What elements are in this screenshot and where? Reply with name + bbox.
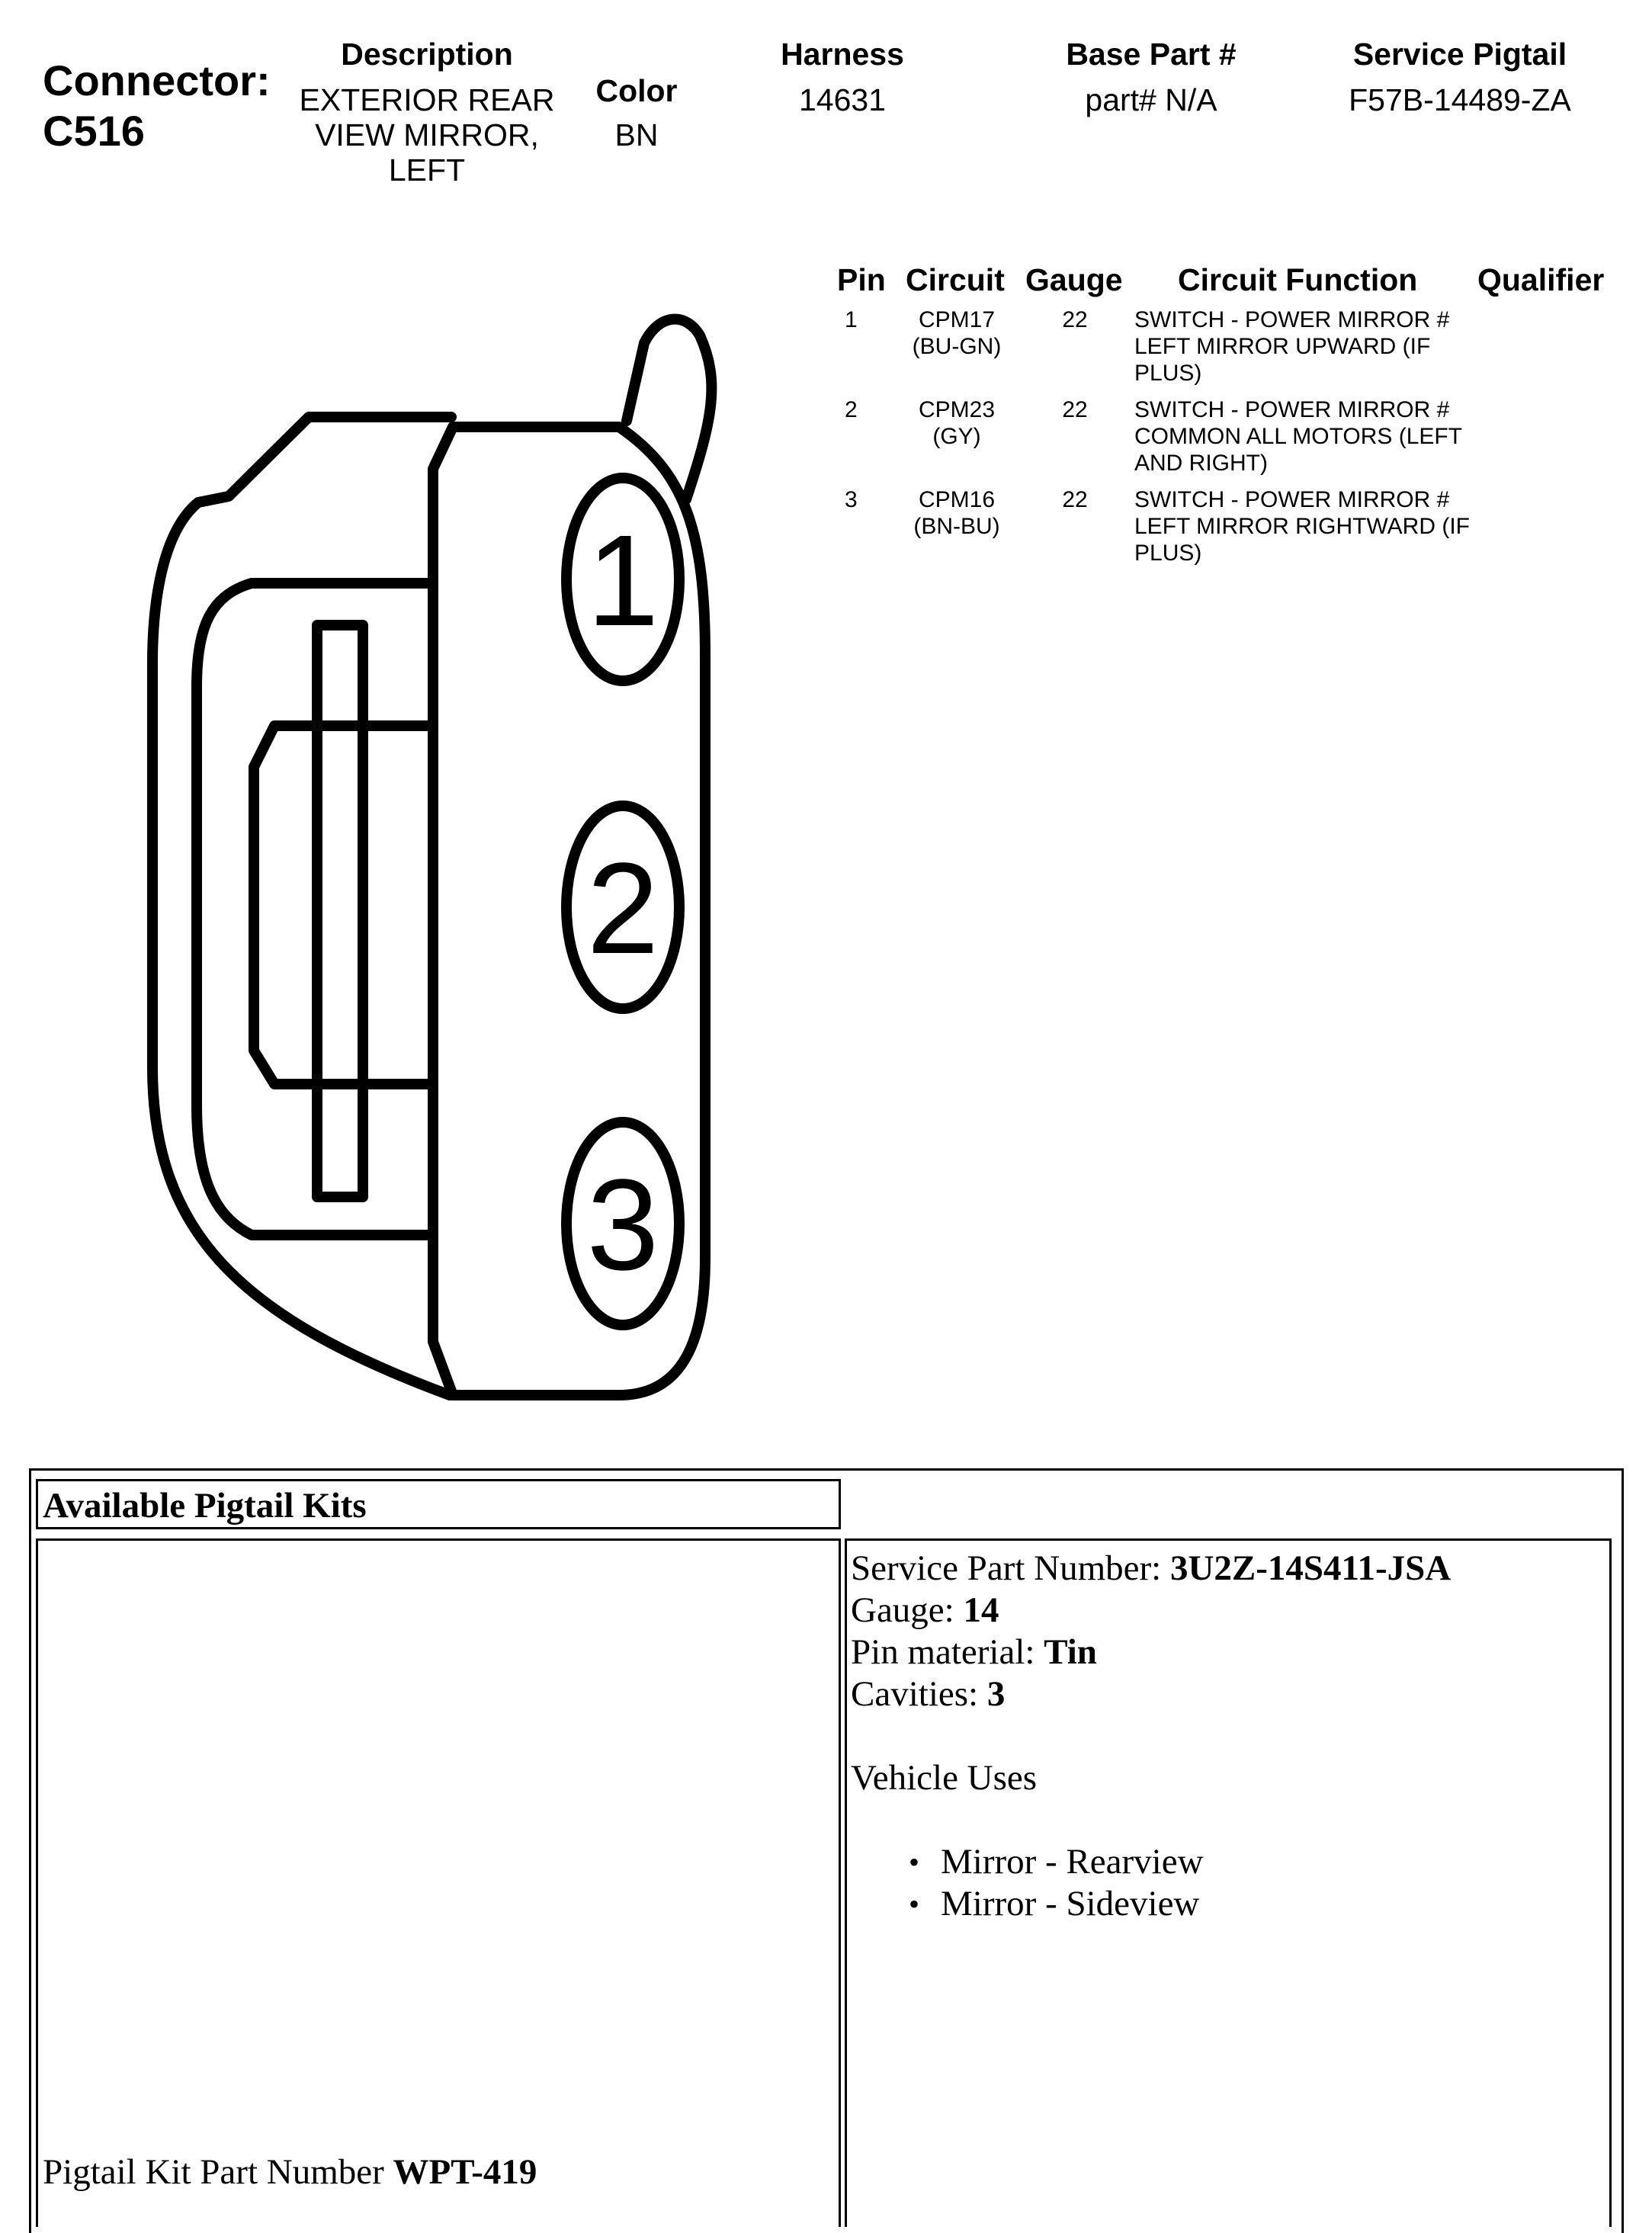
table-row-pin: 1 [845, 307, 858, 332]
service-part-number-value: 3U2Z-14S411-JSA [1169, 1548, 1452, 1588]
table-row-function: SWITCH - POWER MIRROR # COMMON ALL MOTOR… [1134, 397, 1462, 476]
circuit-column-header: Circuit [906, 262, 1005, 297]
vehicle-uses-label: Vehicle Uses [851, 1758, 1038, 1798]
pin-material-value: Tin [1044, 1632, 1097, 1672]
kit-details: Service Part Number: 3U2Z-14S411-JSA Gau… [851, 1548, 1598, 1925]
kit-gauge-label: Gauge: [851, 1590, 964, 1630]
kit-gauge-value: 14 [963, 1590, 999, 1630]
service-pigtail-header: Service Pigtail [1352, 37, 1567, 72]
table-row-function: SWITCH - POWER MIRROR # LEFT MIRROR RIGH… [1134, 487, 1470, 566]
table-row-circuit: CPM23 (GY) [918, 397, 996, 449]
service-part-number-label: Service Part Number: [851, 1548, 1170, 1588]
harness-value: 14631 [798, 82, 886, 117]
harness-header: Harness [781, 37, 904, 72]
description-header: Description [341, 37, 513, 72]
connector-label: Connector: [43, 56, 271, 104]
table-row-circuit: CPM17 (BU-GN) [912, 307, 1002, 359]
kits-title: Available Pigtail Kits [43, 1486, 367, 1526]
color-value: BN [614, 117, 659, 152]
pin-label-1: 1 [587, 509, 659, 653]
pin-label-2: 2 [587, 836, 659, 981]
key-tab [621, 313, 717, 505]
pigtail-kits-panel [29, 1468, 1624, 2233]
pin-cavity-2 [561, 800, 685, 1014]
service-pigtail-value: F57B-14489-ZA [1349, 82, 1571, 117]
kit-left-cell [36, 1538, 841, 2227]
table-row-gauge: 22 [1062, 307, 1088, 332]
housing-inner-outline [191, 578, 438, 1240]
kits-title-box [36, 1479, 841, 1529]
connector-face [428, 422, 711, 1400]
table-row-pin: 3 [845, 487, 858, 512]
gauge-column-header: Gauge [1025, 262, 1123, 297]
service-part-number: Service Part Number: 3U2Z-14S411-JSA [851, 1548, 1598, 1590]
connector-id: C516 [43, 107, 145, 155]
cavities: Cavities: 3 [851, 1673, 1598, 1715]
cavities-value: 3 [986, 1674, 1006, 1714]
description-value: EXTERIOR REAR VIEW MIRROR, LEFT [299, 82, 555, 188]
table-row-circuit: CPM16 (BN-BU) [913, 487, 1000, 539]
list-item: Mirror - Sideview [851, 1883, 1598, 1925]
pin-label-3: 3 [587, 1153, 659, 1298]
pin-cavity-3 [561, 1117, 685, 1330]
base-part-value: part# N/A [1085, 82, 1217, 117]
pin-cavity-1 [561, 473, 685, 686]
connector-face-diagram: 1 2 3 [147, 313, 717, 1400]
housing-outline [147, 412, 457, 1400]
vehicle-uses-list: Mirror - Rearview Mirror - Sideview [851, 1841, 1598, 1925]
table-row-gauge: 22 [1062, 397, 1088, 422]
kit-part-number-value: WPT-419 [393, 2152, 537, 2192]
base-part-header: Base Part # [1066, 37, 1237, 72]
latch-bar [312, 620, 368, 1202]
circuit-function-column-header: Circuit Function [1178, 262, 1418, 297]
qualifier-column-header: Qualifier [1477, 262, 1605, 297]
table-row-function: SWITCH - POWER MIRROR # LEFT MIRROR UPWA… [1134, 307, 1450, 386]
table-row-gauge: 22 [1062, 487, 1088, 512]
list-item: Mirror - Rearview [851, 1841, 1598, 1883]
kit-part-number: Pigtail Kit Part Number WPT-419 [43, 2151, 537, 2193]
table-row-pin: 2 [845, 397, 858, 422]
pin-material: Pin material: Tin [851, 1631, 1598, 1673]
latch-frame [249, 720, 438, 1089]
kit-gauge: Gauge: 14 [851, 1590, 1598, 1631]
color-header: Color [595, 73, 678, 108]
cavities-label: Cavities: [851, 1674, 987, 1714]
kit-right-cell [845, 1538, 1612, 2227]
pin-column-header: Pin [837, 262, 886, 297]
pin-material-label: Pin material: [851, 1632, 1044, 1672]
kit-part-number-label: Pigtail Kit Part Number [43, 2152, 393, 2192]
